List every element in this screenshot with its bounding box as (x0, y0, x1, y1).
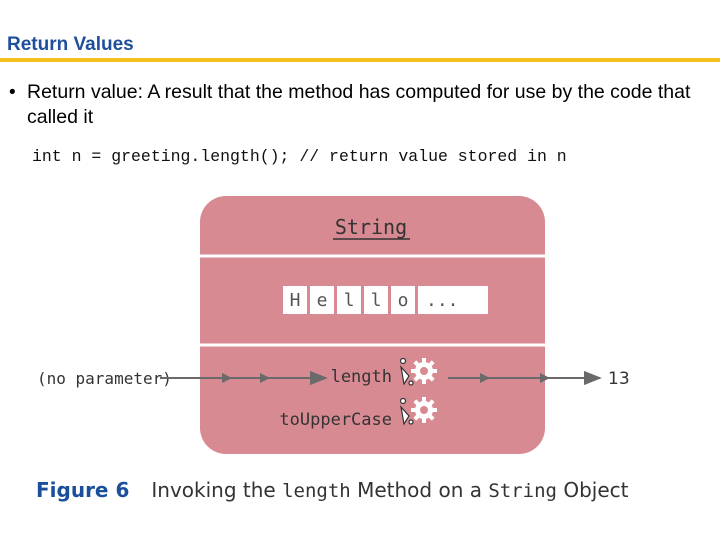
char-label: l (371, 290, 382, 311)
char-box (283, 286, 307, 314)
char-label: H (290, 290, 301, 311)
char-box (391, 286, 415, 314)
char-label: o (398, 290, 409, 311)
lever-icon (399, 357, 414, 386)
title-underline (0, 58, 720, 62)
figure-label: Figure 6 (36, 478, 130, 502)
input-arrow-mid (260, 373, 270, 383)
char-label: ... (426, 290, 459, 311)
lever-icon (399, 397, 414, 426)
input-arrow-mid (222, 373, 232, 383)
code-example: int n = greeting.length(); // return val… (32, 147, 567, 166)
input-label: (no parameter) (37, 369, 172, 388)
method-length: length (331, 367, 392, 387)
output-value: 13 (608, 369, 630, 389)
caption-text: Method on a (350, 478, 489, 502)
object-panel (200, 196, 545, 454)
bullet-marker: • (9, 82, 16, 103)
char-label: e (317, 290, 328, 311)
caption-code-length: length (282, 480, 351, 502)
method-toUpperCase: toUpperCase (279, 410, 392, 430)
gear-icon (411, 397, 437, 423)
char-box (337, 286, 361, 314)
char-box (364, 286, 388, 314)
char-box (310, 286, 334, 314)
char-label: l (344, 290, 355, 311)
gear-icon (411, 358, 437, 384)
slide-title: Return Values (7, 34, 134, 55)
caption-text: Invoking the (151, 478, 283, 502)
caption-text: Object (556, 478, 629, 502)
output-arrow-mid (540, 373, 550, 383)
output-arrow-mid (480, 373, 490, 383)
caption-code-string: String (488, 480, 557, 502)
char-box (418, 286, 488, 314)
class-name: String (335, 215, 407, 239)
bullet-text: Return value: A result that the method h… (27, 81, 691, 128)
